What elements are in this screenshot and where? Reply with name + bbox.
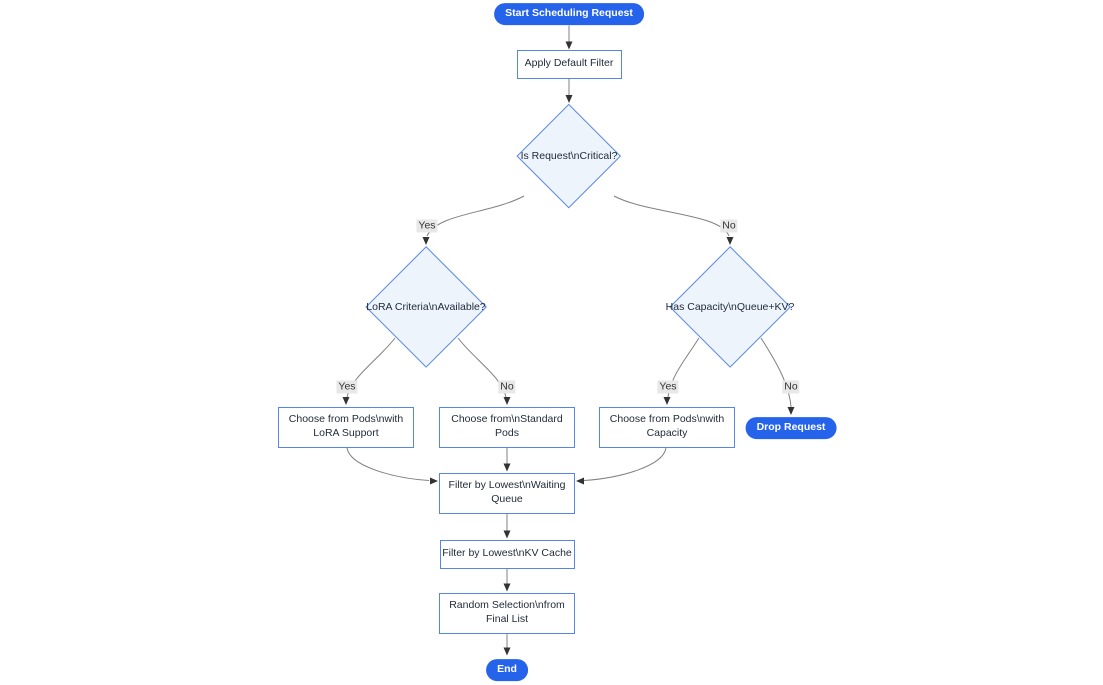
arrowhead-apply-to-critical — [565, 95, 573, 103]
arrowhead-critical-yes-to-lora — [422, 237, 430, 245]
arrowhead-capacity-no-to-drop — [787, 407, 795, 415]
node-label-line: Random Selection\nfrom — [449, 599, 565, 612]
edge-choose-lora-to-filter-queue — [346, 447, 430, 481]
node-label-line: Capacity — [646, 427, 688, 439]
node-label-line: Final List — [485, 613, 528, 625]
node-label-lora-criteria-available: LoRA Criteria\nAvailable? — [366, 301, 486, 313]
edge-critical-no-to-capacity — [613, 195, 730, 237]
node-label-line: Filter by Lowest\nKV Cache — [442, 547, 572, 560]
node-label-is-request-critical: Is Request\nCritical? — [520, 150, 618, 162]
edge-capacity-no-to-drop — [760, 337, 792, 408]
edge-label-lora-no-to-choose-std: No — [498, 380, 516, 394]
edge-label-capacity-yes-to-choose-cap: Yes — [657, 380, 679, 394]
node-end: End — [486, 659, 528, 681]
node-label-line: Drop Request — [756, 421, 826, 434]
arrowhead-critical-no-to-capacity — [726, 237, 734, 245]
node-label-line: Choose from Pods\nwith — [609, 413, 725, 426]
node-label-line: Start Scheduling Request — [505, 7, 633, 20]
arrowhead-choose-std-to-filter-queue — [503, 463, 511, 472]
edge-label-critical-no-to-capacity: No — [720, 219, 738, 233]
arrowhead-filter-queue-to-filter-kv — [503, 530, 511, 539]
edge-label-lora-yes-to-choose-lora: Yes — [336, 380, 358, 394]
edge-label-critical-yes-to-lora: Yes — [416, 219, 438, 233]
node-label-has-capacity-queue-kv: Has Capacity\nQueue+KV? — [665, 301, 795, 313]
arrowhead-lora-no-to-choose-std — [503, 397, 511, 405]
node-label-line: Apply Default Filter — [524, 57, 614, 70]
arrowhead-capacity-yes-to-choose-cap — [663, 397, 671, 405]
arrowhead-filter-kv-to-random — [503, 583, 511, 592]
arrowhead-start-to-apply — [565, 41, 573, 50]
edge-critical-yes-to-lora — [426, 195, 525, 237]
node-label-line: LoRA Support — [313, 427, 379, 439]
node-start: Start Scheduling Request — [494, 3, 644, 25]
node-label-line: Pods — [495, 427, 519, 439]
arrowhead-lora-yes-to-choose-lora — [342, 397, 350, 405]
arrowhead-choose-cap-to-filter-queue — [576, 477, 584, 485]
node-filter-lowest-kv-cache: Filter by Lowest\nKV Cache — [439, 539, 575, 569]
edge-label-capacity-no-to-drop: No — [782, 380, 800, 394]
node-label-line: End — [497, 663, 517, 676]
node-label-line: Filter by Lowest\nWaiting — [448, 479, 566, 492]
node-drop-request: Drop Request — [745, 417, 837, 439]
node-apply-default-filter: Apply Default Filter — [516, 49, 622, 79]
arrowhead-choose-lora-to-filter-queue — [430, 477, 438, 485]
edge-choose-cap-to-filter-queue — [583, 447, 667, 481]
arrowhead-random-to-end — [503, 647, 511, 656]
node-label-line: Choose from\nStandard — [451, 413, 563, 426]
node-label-line: Choose from Pods\nwith — [288, 413, 404, 426]
node-label-line: Queue — [491, 493, 523, 505]
